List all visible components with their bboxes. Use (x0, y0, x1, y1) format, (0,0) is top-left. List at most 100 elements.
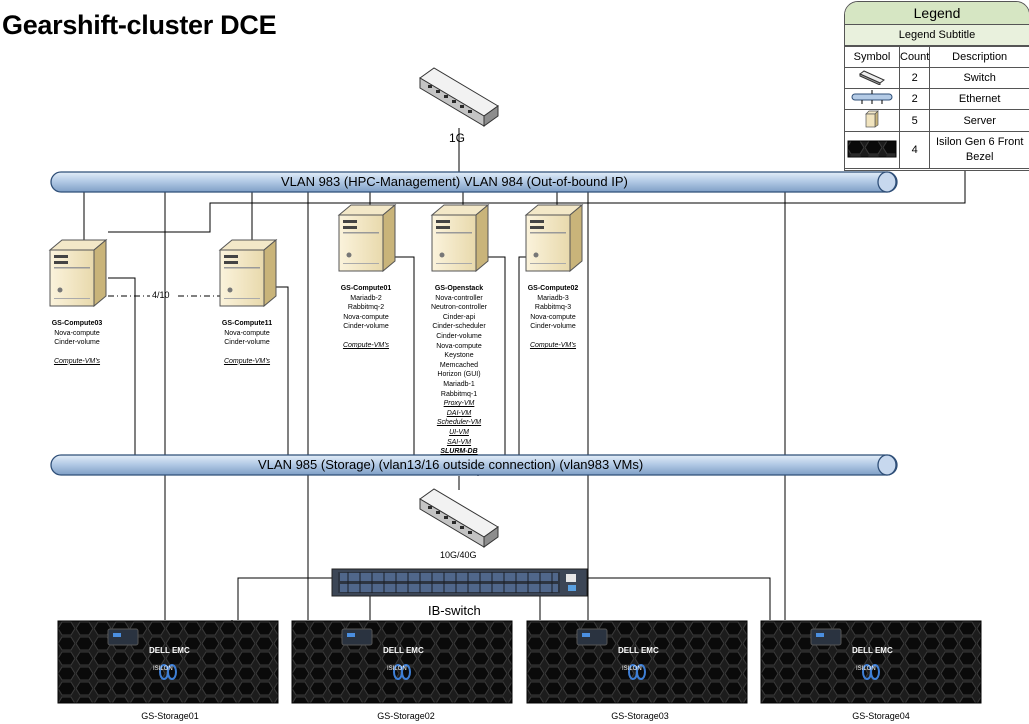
vm-line: DAI-VM (446, 409, 472, 417)
legend-box: Legend Legend Subtitle Symbol Count Desc… (844, 1, 1029, 171)
vm-line: Compute-VM's (342, 341, 390, 349)
service-line: Cinder-api (442, 313, 476, 321)
legend-header-count: Count (898, 46, 931, 68)
service-line: Cinder-volume (530, 323, 576, 331)
service-line: Keystone (444, 352, 474, 360)
server-name: GS-Openstack (434, 285, 484, 292)
vm-line: Compute-VM's (223, 357, 271, 365)
vm-line: SAI-VM (446, 438, 472, 446)
legend-header-symbol: Symbol (845, 46, 900, 68)
service-line: Mariadb-1 (443, 380, 475, 388)
storage-product: ISILON (622, 666, 642, 672)
isilon-logo-icon (628, 664, 646, 680)
server-compute02-caption: GS-Compute02 Mariadb-3 Rabbitmq-3 Nova-c… (508, 284, 598, 351)
ethernet-icon (851, 89, 893, 104)
service-line: Nova-compute (343, 313, 389, 321)
server-compute02 (525, 204, 583, 272)
service-line: Horizon (GUI) (437, 371, 481, 379)
legend-title: Legend (845, 2, 1029, 25)
vlan-bottom-label: VLAN 985 (Storage) (vlan13/16 outside co… (258, 457, 644, 472)
legend-table: Symbol Count Description 2 Switch 2 Ethe… (845, 46, 1029, 169)
legend-description: Isilon Gen 6 Front Bezel (929, 131, 1029, 169)
legend-count: 4 (898, 131, 931, 169)
storage-name: GS-Storage03 (611, 711, 669, 721)
storage-brand: DELL EMC (149, 646, 190, 655)
connection-lines (83, 128, 966, 624)
isilon-logo-icon (159, 664, 177, 680)
vm-line: UI-VM (449, 428, 469, 436)
service-line: Cinder-volume (436, 332, 482, 340)
storage-03 (526, 620, 748, 704)
storage-brand: DELL EMC (852, 646, 893, 655)
service-line: Nova-controller (435, 294, 483, 302)
isilon-logo-icon (393, 664, 411, 680)
storage-product: ISILON (856, 666, 876, 672)
storage-02 (291, 620, 513, 704)
legend-header-row: Symbol Count Description (845, 46, 1029, 68)
legend-subtitle: Legend Subtitle (845, 25, 1029, 46)
service-line: Cinder-volume (224, 339, 270, 347)
service-line: Neutron-controller (430, 304, 488, 312)
vm-line: Compute-VM's (53, 357, 101, 365)
vlan-top-label: VLAN 983 (HPC-Management) VLAN 984 (Out-… (281, 174, 628, 189)
vm-line: SLURM-DB (440, 448, 478, 456)
service-line: Nova-compute (54, 329, 100, 337)
server-compute01-caption: GS-Compute01 Mariadb-2 Rabbitmq-2 Nova-c… (321, 284, 411, 351)
legend-description: Ethernet (929, 88, 1029, 110)
isilon-bezel-icon (847, 140, 897, 157)
storage-name: GS-Storage01 (141, 711, 199, 721)
service-line: Cinder-scheduler (432, 323, 486, 331)
mid-switch (419, 488, 499, 548)
service-line: Rabbitmq-1 (440, 390, 478, 398)
server-compute11 (219, 239, 277, 307)
service-line: Nova-compute (224, 329, 270, 337)
storage-brand: DELL EMC (383, 646, 424, 655)
vlan-top-pipe (50, 171, 898, 193)
legend-count: 5 (898, 109, 931, 132)
top-switch (419, 67, 499, 127)
service-line: Nova-compute (436, 342, 482, 350)
server-name: GS-Compute01 (340, 285, 392, 292)
server-name: GS-Compute03 (51, 320, 103, 327)
link-label: 4/10 (152, 290, 170, 300)
storage-product: ISILON (153, 666, 173, 672)
service-line: Rabbitmq-2 (347, 304, 385, 312)
page-title: Gearshift-cluster DCE (2, 10, 277, 40)
legend-description: Switch (929, 67, 1029, 89)
service-line: Cinder-volume (54, 339, 100, 347)
service-line: Nova-compute (530, 313, 576, 321)
vm-line: Proxy-VM (443, 400, 475, 408)
server-compute03 (49, 239, 107, 307)
service-line: Memcached (439, 361, 479, 369)
storage-brand: DELL EMC (618, 646, 659, 655)
legend-row: 2 Ethernet (845, 88, 1029, 110)
service-line: Cinder-volume (343, 323, 389, 331)
legend-count: 2 (898, 88, 931, 110)
server-openstack-caption: GS-Openstack Nova-controller Neutron-con… (413, 284, 505, 457)
service-line: Mariadb-3 (537, 294, 569, 302)
vm-line: Scheduler-VM (436, 419, 482, 427)
storage-04 (760, 620, 982, 704)
legend-header-description: Description (929, 46, 1029, 68)
server-icon (865, 110, 879, 128)
server-compute03-caption: GS-Compute03 Nova-compute Cinder-volume … (32, 319, 122, 366)
server-name: GS-Compute02 (527, 285, 579, 292)
ib-switch (331, 568, 588, 597)
server-openstack (431, 204, 489, 272)
isilon-logo-icon (862, 664, 880, 680)
legend-row: 5 Server (845, 109, 1029, 132)
server-name: GS-Compute11 (221, 320, 273, 327)
server-compute01 (338, 204, 396, 272)
legend-row: 2 Switch (845, 67, 1029, 89)
legend-count: 2 (898, 67, 931, 89)
switch-icon (859, 69, 885, 86)
storage-name: GS-Storage04 (852, 711, 910, 721)
ib-switch-label: IB-switch (428, 603, 481, 618)
vm-line: Compute-VM's (529, 341, 577, 349)
service-line: Mariadb-2 (350, 294, 382, 302)
server-compute11-caption: GS-Compute11 Nova-compute Cinder-volume … (202, 319, 292, 366)
storage-name: GS-Storage02 (377, 711, 435, 721)
top-switch-label: 1G (449, 131, 466, 145)
service-line: Rabbitmq-3 (534, 304, 572, 312)
